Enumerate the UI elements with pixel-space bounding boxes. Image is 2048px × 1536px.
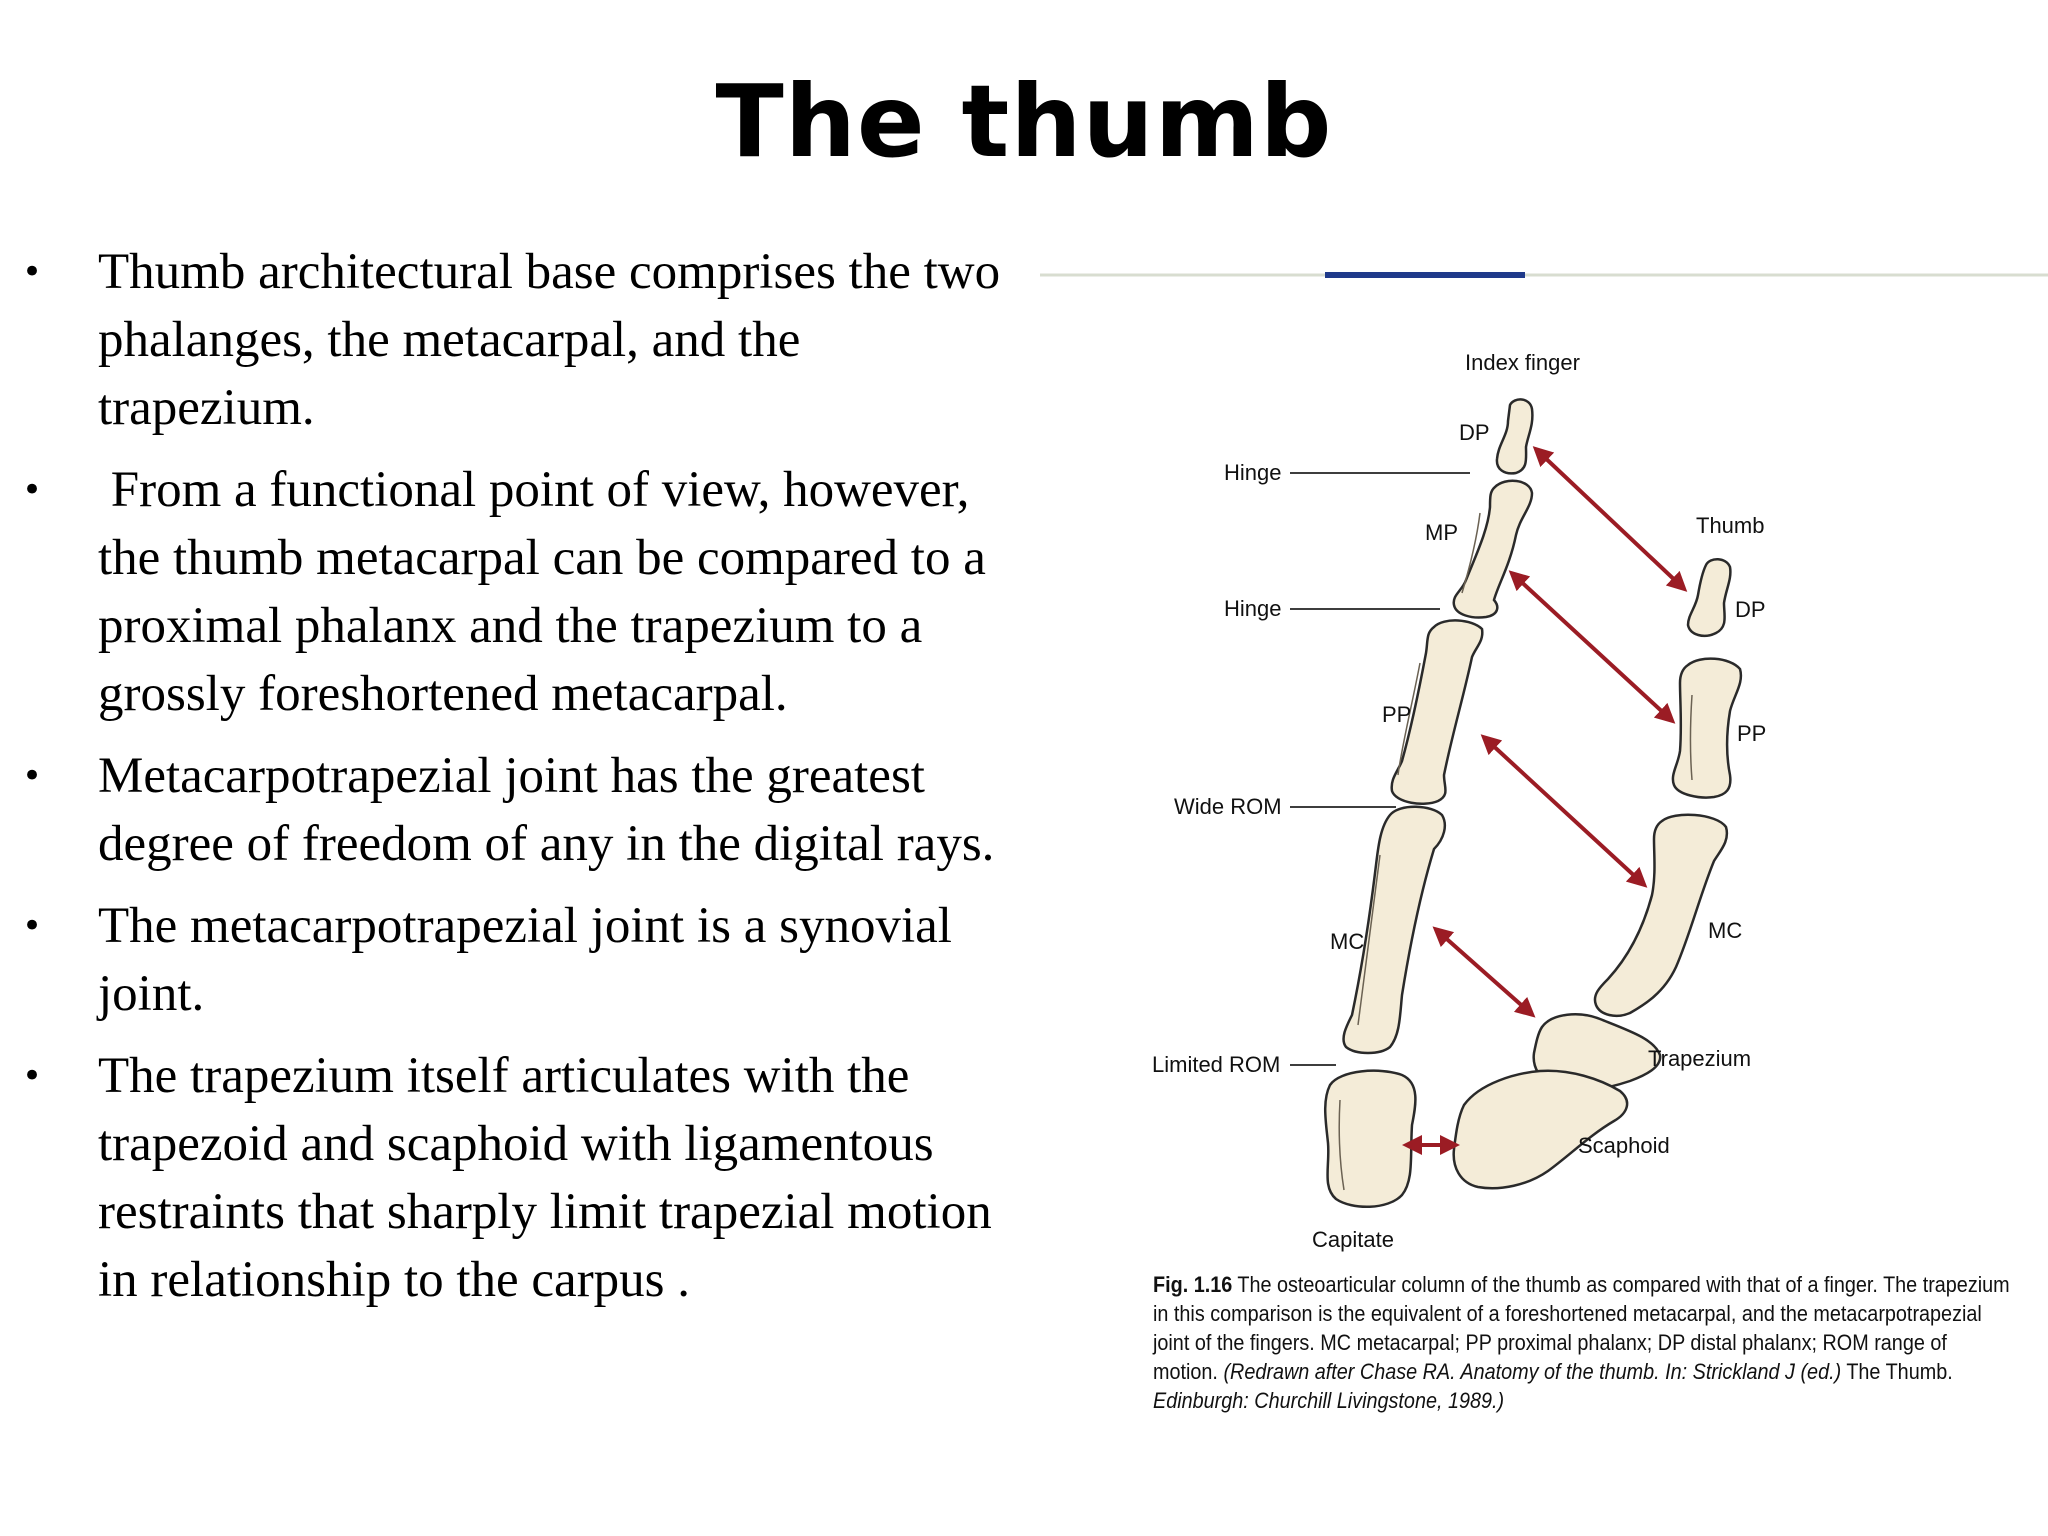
caption-citation-publisher: Edinburgh: Churchill Livingstone, 1989.) xyxy=(1153,1388,1505,1413)
label-capitate: Capitate xyxy=(1312,1227,1394,1252)
bone-thumb-pp xyxy=(1671,657,1743,799)
bullet-text: From a functional point of view, however… xyxy=(98,462,999,722)
bullet-dot: • xyxy=(22,252,43,292)
bullet-text: The metacarpotrapezial joint is a synovi… xyxy=(98,898,952,1022)
bone-index-mp xyxy=(1452,479,1534,619)
label-pp-thumb: PP xyxy=(1737,721,1766,746)
label-trapezium: Trapezium xyxy=(1648,1046,1751,1071)
caption-citation-italic: (Redrawn after Chase RA. Anatomy of the … xyxy=(1223,1359,1842,1384)
bullet-item: • From a functional point of view, howev… xyxy=(22,456,1012,728)
bullet-text: The trapezium itself articulates with th… xyxy=(98,1048,992,1308)
bone-scaphoid xyxy=(1452,1069,1629,1190)
bullet-dot: • xyxy=(22,470,43,510)
arrow-pp-mc xyxy=(1480,734,1648,888)
bone-thumb-dp xyxy=(1686,558,1732,637)
caption-citation-title: The Thumb. xyxy=(1841,1359,1953,1384)
label-mc-thumb: MC xyxy=(1708,918,1742,943)
bone-index-pp xyxy=(1390,619,1484,805)
label-index-finger: Index finger xyxy=(1465,350,1580,375)
bullet-dot: • xyxy=(22,906,43,946)
bullet-dot: • xyxy=(22,1056,43,1096)
label-dp-finger: DP xyxy=(1459,420,1490,445)
label-dp-thumb: DP xyxy=(1735,597,1766,622)
bone-capitate xyxy=(1324,1069,1417,1209)
label-mp-finger: MP xyxy=(1425,520,1458,545)
finger-thumb-diagram: Index finger DP MP PP MC Hinge Hinge Wid… xyxy=(1040,272,2048,1252)
bullet-item: • Thumb architectural base comprises the … xyxy=(22,238,1012,442)
caption-fig-number: Fig. 1.16 xyxy=(1153,1272,1233,1297)
bone-index-mc xyxy=(1342,805,1446,1055)
arrow-mc-trapezium xyxy=(1432,926,1536,1018)
bullet-item: • Metacarpotrapezial joint has the greate… xyxy=(22,742,1012,878)
arrow-dp-dp xyxy=(1532,446,1688,592)
figure-caption: Fig. 1.16 The osteoarticular column of t… xyxy=(1153,1270,2013,1415)
label-mc-finger: MC xyxy=(1330,929,1364,954)
bone-thumb-mc xyxy=(1593,813,1729,1017)
bullet-list: • Thumb architectural base comprises the … xyxy=(22,238,1012,1328)
label-pp-finger: PP xyxy=(1382,702,1411,727)
bullet-text: Metacarpotrapezial joint has the greates… xyxy=(98,748,995,872)
label-wide-rom: Wide ROM xyxy=(1174,794,1282,819)
label-limited-rom: Limited ROM xyxy=(1152,1052,1280,1077)
label-scaphoid: Scaphoid xyxy=(1578,1133,1670,1158)
anatomy-figure: Index finger DP MP PP MC Hinge Hinge Wid… xyxy=(1040,255,2048,1455)
bone-index-dp xyxy=(1495,398,1534,475)
bullet-dot: • xyxy=(22,756,43,796)
bullet-item: • The metacarpotrapezial joint is a synov… xyxy=(22,892,1012,1028)
arrow-mp-pp xyxy=(1508,570,1676,724)
label-hinge-1: Hinge xyxy=(1224,460,1281,485)
bullet-text: Thumb architectural base comprises the t… xyxy=(98,244,1001,436)
label-hinge-2: Hinge xyxy=(1224,596,1281,621)
caption-text: The osteoarticular column of the thumb a… xyxy=(1153,1272,2010,1384)
bullet-item: • The trapezium itself articulates with t… xyxy=(22,1042,1012,1314)
label-thumb: Thumb xyxy=(1696,513,1764,538)
slide-title: The thumb xyxy=(715,63,1333,180)
